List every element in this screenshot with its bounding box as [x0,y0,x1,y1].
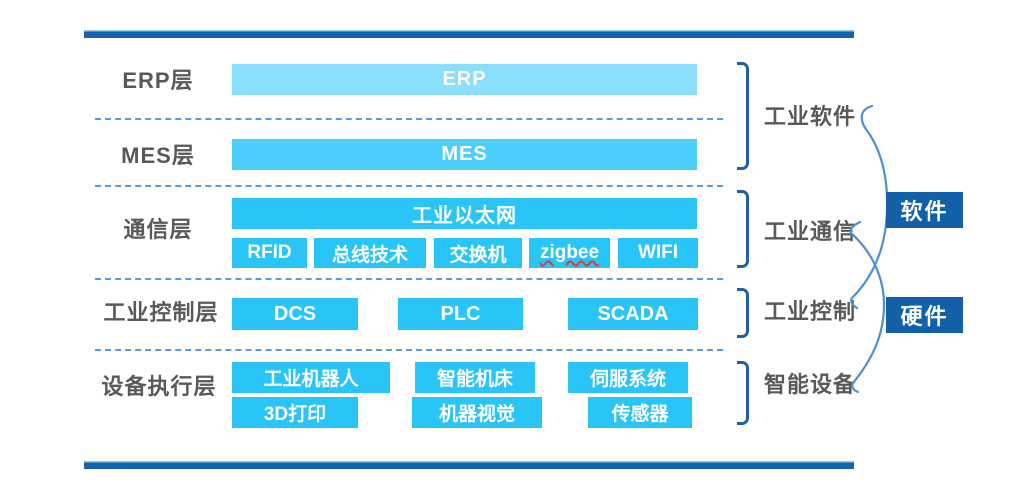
layer-label-mes: MES层 [121,143,195,168]
dashed-separator-3 [95,278,723,280]
hardware-brace-arc [849,220,886,394]
device-box-vision: 机器视觉 [412,397,542,428]
bracket-device-group [737,361,749,425]
device-box-sensor: 传感器 [588,397,692,428]
bracket-control-group [737,288,749,338]
device-box-servo: 伺服系统 [568,362,688,393]
control-box-scada: SCADA [568,298,698,330]
comm-box-zigbee: zigbee [529,238,610,268]
group-label-industrial-control: 工业控制 [764,299,857,324]
device-box-3d-print: 3D打印 [232,397,358,428]
zigbee-label: zigbee [539,242,600,263]
top-rule [84,30,854,38]
software-chip: 软件 [886,192,963,228]
control-box-dcs: DCS [232,298,358,330]
dashed-separator-4 [95,349,723,351]
brace-arcs [849,104,889,394]
dashed-separator-1 [95,118,723,120]
device-box-machine-tool: 智能机床 [415,362,535,393]
group-label-smart-device: 智能设备 [764,372,857,397]
layer-label-comm: 通信层 [123,217,193,242]
dashed-separator-2 [95,185,723,187]
group-label-industrial-software: 工业软件 [764,104,857,129]
bracket-software-group [737,62,749,170]
comm-box-wifi: WIFI [618,238,698,268]
mes-bar: MES [232,139,697,170]
bottom-rule [84,461,854,469]
bracket-comm-group [737,190,749,268]
industrial-ethernet-bar: 工业以太网 [232,198,697,229]
control-box-plc: PLC [398,298,523,330]
comm-box-rfid: RFID [232,238,307,268]
erp-bar: ERP [232,64,697,95]
comm-box-switch: 交换机 [434,238,522,268]
device-box-robot: 工业机器人 [232,362,390,393]
software-brace-arc [850,104,889,310]
hardware-chip: 硬件 [886,297,963,333]
group-label-industrial-comm: 工业通信 [764,219,857,244]
comm-box-bus: 总线技术 [314,238,426,268]
layer-label-control: 工业控制层 [103,300,219,325]
layer-label-erp: ERP层 [122,68,194,93]
layer-label-device: 设备执行层 [101,374,217,399]
